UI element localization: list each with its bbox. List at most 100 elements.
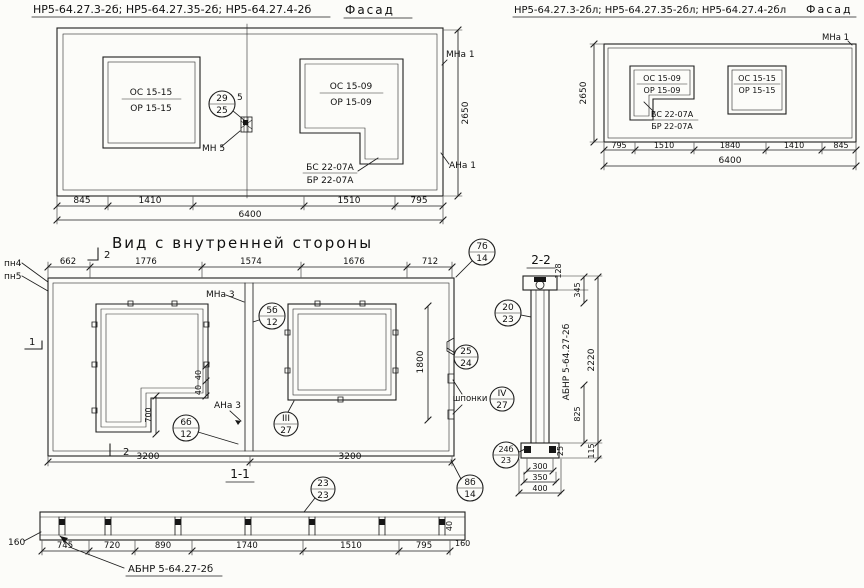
balloon-29-25: 29 25 [208, 90, 245, 121]
label-pn4: пн4 [4, 259, 22, 269]
facade-right: НР5-64.27.3-2бл; НР5-64.27.35-2бл; НР5-6… [512, 3, 860, 171]
notch-label: БС 22-07А [651, 110, 694, 119]
svg-text:25: 25 [460, 347, 471, 357]
inner-bottom-dims: 3200 3200 [44, 452, 456, 467]
label-ana3: АНа 3 [214, 401, 241, 411]
inner-window-1 [91, 300, 210, 433]
svg-text:2: 2 [123, 447, 129, 458]
dim-label: 1740 [236, 541, 258, 551]
inner-window-2 [284, 300, 399, 403]
svg-text:12: 12 [266, 318, 277, 328]
dim-height-2650: 2650 [443, 26, 471, 200]
dim-label: 1410 [139, 196, 162, 206]
dim-label: 1840 [720, 141, 740, 150]
section-2-2: 2-2 20 23 24б 23 АБНР 5-64.27-2б [492, 253, 603, 497]
window-label: ОС 15-09 [643, 74, 681, 83]
key-marks [447, 373, 455, 420]
window-label: ОР 15-15 [739, 86, 776, 95]
svg-text:III: III [282, 414, 290, 424]
mullion [244, 282, 254, 452]
svg-text:14: 14 [476, 254, 488, 264]
inner-view-top-dims: 662 1776 1574 1676 712 [44, 257, 456, 278]
facade-right-bottom-dims: 795 1510 1840 1410 845 6400 [600, 141, 860, 171]
svg-text:23: 23 [501, 456, 511, 465]
section-1-marker-left: 1 [24, 337, 43, 350]
dim-label: 1510 [338, 196, 361, 206]
section-1-1: 1-1 23 23 745 720 890 1740 1510 795 [8, 467, 470, 577]
dim-label: 720 [104, 541, 120, 551]
edge-notch [446, 337, 455, 356]
svg-text:8б: 8б [464, 478, 476, 488]
facade-right-window-2: ОС 15-15 ОР 15-15 [727, 65, 787, 115]
facade-left-bottom-dims: 845 1410 1510 795 6400 [53, 196, 447, 225]
svg-text:115: 115 [587, 443, 596, 458]
svg-text:25: 25 [216, 106, 227, 116]
label-ana1: АНа 1 [449, 161, 476, 171]
balloon-III-27: III 27 [273, 400, 299, 437]
window-label: ОР 15-09 [330, 98, 372, 108]
svg-text:825: 825 [573, 406, 582, 421]
balloon-25-24: 25 24 [446, 344, 479, 370]
facade-right-notch-label: БС 22-07А БР 22-07А [643, 101, 699, 131]
svg-text:2650: 2650 [579, 81, 589, 104]
svg-text:20: 20 [502, 303, 514, 313]
svg-text:24б: 24б [498, 445, 513, 454]
balloon-IV-27: IV 27 [489, 386, 515, 412]
svg-text:23: 23 [317, 479, 328, 489]
svg-text:40: 40 [194, 370, 203, 380]
dim-label: 845 [73, 196, 90, 206]
notch-label: БР 22-07А [651, 122, 693, 131]
section-1-1-dims: 745 720 890 1740 1510 795 160 160 40 [8, 521, 470, 556]
dim-label: 3200 [339, 452, 362, 462]
dim-label: 845 [833, 141, 848, 150]
label-mna1: МНа 1 [822, 33, 849, 43]
svg-text:2: 2 [104, 250, 110, 261]
facade-right-view-label: Фасад [806, 3, 853, 16]
dim-label: 1410 [784, 141, 804, 150]
svg-text:23: 23 [317, 491, 328, 501]
svg-text:6б: 6б [180, 418, 192, 428]
svg-text:2650: 2650 [461, 101, 471, 124]
window-label: ОС 15-15 [738, 74, 776, 83]
dim-700: 700 [144, 392, 160, 438]
facade-left-view-label: Фасад [345, 3, 395, 17]
balloon-24b-23: 24б 23 [492, 441, 528, 469]
svg-text:23: 23 [502, 315, 513, 325]
dim-label: 300 [532, 462, 547, 471]
detail-label-5: 5 [237, 93, 243, 103]
dim-label: 1574 [240, 257, 262, 267]
facade-right-window-1: ОС 15-09 ОР 15-09 [629, 65, 695, 121]
dim-40-40: 40 40 [194, 362, 210, 400]
balloon-8b-14: 8б 14 [450, 459, 484, 502]
notch-label: БР 22-07А [307, 176, 355, 186]
facade-left-title: НР5-64.27.3-2б; НР5-64.27.35-2б; НР5-64.… [33, 3, 311, 16]
facade-left-window-2: ОС 15-09 ОР 15-09 [299, 58, 404, 165]
dim-label: 350 [532, 473, 547, 482]
section-1-1-title: 1-1 [230, 467, 250, 481]
svg-text:1800: 1800 [416, 350, 426, 373]
dim-label: 662 [60, 257, 76, 267]
balloon-5b-12: 5б 12 [252, 302, 286, 330]
svg-text:1: 1 [29, 337, 35, 348]
dim-label: 890 [155, 541, 171, 551]
dim-1800: 1800 [416, 302, 432, 424]
label-mna1: МНа 1 [446, 50, 475, 60]
window-label: ОС 15-15 [130, 88, 172, 98]
svg-text:IV: IV [498, 389, 508, 399]
balloon-6b-12: 6б 12 [172, 414, 239, 445]
window-label: ОР 15-15 [130, 104, 172, 114]
dim-total: 6400 [719, 156, 742, 166]
label-shponki: шпонки [453, 394, 488, 404]
inner-view: Вид с внутренней стороны 662 1776 1574 1… [4, 234, 515, 502]
facade-right-title: НР5-64.27.3-2бл; НР5-64.27.35-2бл; НР5-6… [514, 5, 786, 16]
dim-height-2650: 2650 [579, 40, 604, 146]
svg-text:24: 24 [460, 359, 472, 369]
label-mna3: МНа 3 [206, 290, 235, 300]
balloon-7b-14: 7б 14 [455, 238, 496, 278]
svg-text:5б: 5б [266, 306, 278, 316]
abnr-label: АБНР 5-64.27-2б [59, 535, 223, 577]
dim-160-right: 160 [455, 539, 470, 548]
svg-text:14: 14 [464, 490, 476, 500]
section-2-2-dims: 128 345 825 2220 115 25 [554, 263, 603, 463]
